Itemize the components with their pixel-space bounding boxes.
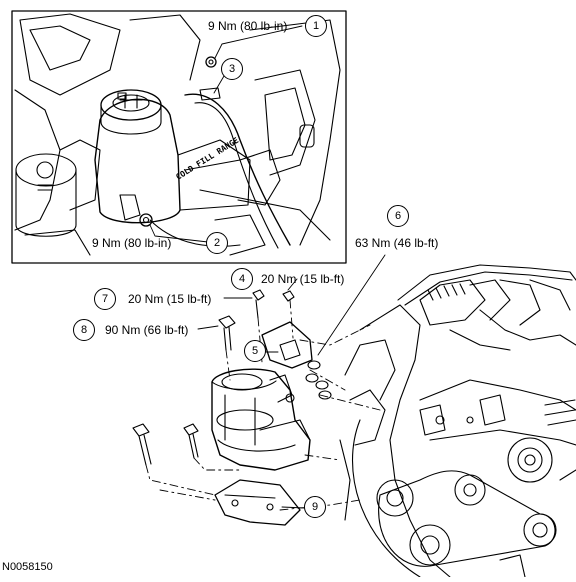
torque-label-7: 20 Nm (15 lb-ft)	[128, 292, 212, 306]
torque-label-2: 9 Nm (80 lb-in)	[92, 236, 172, 250]
torque-label-1: 9 Nm (80 lb-in)	[208, 19, 288, 33]
callout-9: 9	[304, 496, 326, 518]
bolt-lower-mid	[183, 423, 199, 459]
bolt-7	[252, 289, 265, 319]
callout-7: 7	[94, 288, 116, 310]
callout-1: 1	[305, 15, 327, 37]
bolt-lower-left	[132, 423, 152, 466]
callout-6: 6	[387, 205, 409, 227]
callout-8: 8	[73, 319, 95, 341]
torque-label-4: 20 Nm (15 lb-ft)	[261, 272, 345, 286]
torque-label-6: 63 Nm (46 lb-ft)	[355, 236, 439, 250]
reservoir-embossed-text: COLD FILL RANGE	[174, 136, 240, 182]
nut-4	[282, 290, 295, 302]
bolt-8	[218, 315, 236, 351]
engine-assembly	[339, 264, 576, 578]
nuts-6	[305, 360, 332, 400]
engine-mount-assembly	[132, 254, 386, 526]
callout-3: 3	[221, 58, 243, 80]
inset-panel: COLD FILL RANGE	[11, 10, 347, 264]
callout-2: 2	[206, 232, 228, 254]
callout-5: 5	[244, 340, 266, 362]
callout-4: 4	[231, 268, 253, 290]
alignment-lines	[145, 299, 381, 511]
torque-label-8: 90 Nm (66 lb-ft)	[105, 323, 189, 337]
figure-id: N0058150	[2, 561, 53, 573]
